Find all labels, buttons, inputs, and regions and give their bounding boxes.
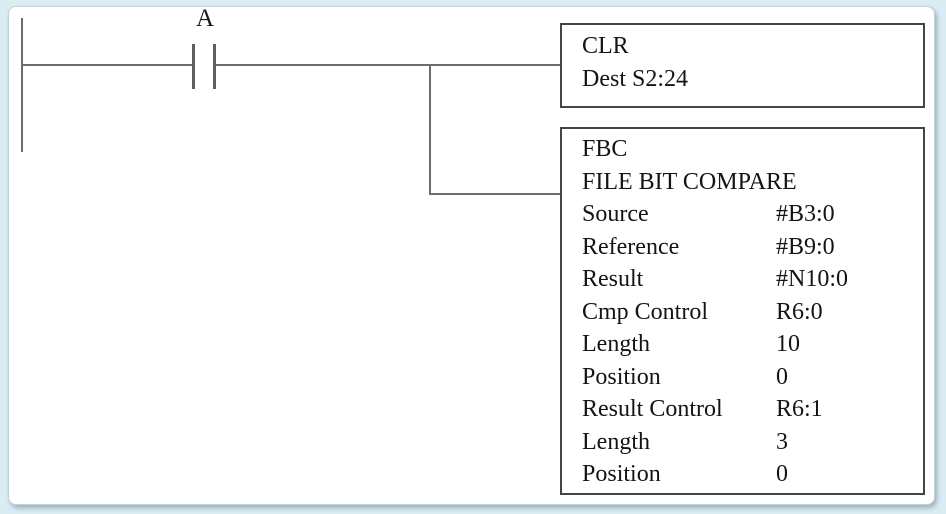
clr-instruction-block: CLR Dest S2:24 — [560, 23, 925, 108]
branch-wire-vertical — [429, 64, 431, 195]
fbc-param-value: 10 — [776, 331, 800, 357]
fbc-param-label: Length — [582, 331, 650, 357]
fbc-param-label: Reference — [582, 233, 680, 260]
fbc-param-value: R6:1 — [776, 396, 823, 422]
contact-label: A — [195, 5, 215, 32]
fbc-mnemonic: FBC — [582, 136, 628, 162]
power-rail — [21, 18, 23, 152]
clr-mnemonic: CLR — [582, 33, 629, 59]
fbc-param-value: #N10:0 — [776, 266, 848, 292]
fbc-parameter-row: Position 0 — [582, 361, 923, 394]
fbc-parameter-row: Cmp Control R6:0 — [582, 296, 923, 329]
fbc-parameter-row: Reference #B9:0 — [582, 231, 923, 264]
fbc-param-value: 0 — [776, 461, 788, 487]
fbc-param-value: R6:0 — [776, 298, 823, 325]
rung-wire-left — [22, 64, 192, 66]
fbc-param-label: Result — [582, 266, 644, 292]
fbc-param-label: Source — [582, 201, 649, 227]
fbc-param-label: Result Control — [582, 396, 723, 422]
fbc-param-value: #B3:0 — [776, 201, 835, 227]
contact-bar-left — [192, 44, 195, 89]
rung-wire-right — [216, 64, 560, 66]
fbc-param-value: 3 — [776, 428, 788, 455]
fbc-instruction-name: FILE BIT COMPARE — [582, 168, 797, 195]
fbc-param-value: 0 — [776, 363, 788, 390]
fbc-parameter-row: Result #N10:0 — [582, 263, 923, 296]
fbc-param-value: #B9:0 — [776, 233, 835, 260]
clr-dest-line: Dest S2:24 — [582, 66, 689, 92]
fbc-param-label: Cmp Control — [582, 298, 709, 325]
fbc-parameter-row: Length 3 — [582, 426, 923, 459]
fbc-parameter-row: Position 0 — [582, 458, 923, 491]
branch-wire-horizontal — [429, 193, 561, 195]
fbc-parameter-row: Source #B3:0 — [582, 198, 923, 231]
fbc-param-label: Position — [582, 461, 661, 487]
fbc-param-label: Length — [582, 428, 650, 455]
fbc-param-label: Position — [582, 363, 661, 390]
fbc-parameter-row: Length 10 — [582, 328, 923, 361]
contact-bar-right — [213, 44, 216, 89]
fbc-parameter-row: Result Control R6:1 — [582, 393, 923, 426]
